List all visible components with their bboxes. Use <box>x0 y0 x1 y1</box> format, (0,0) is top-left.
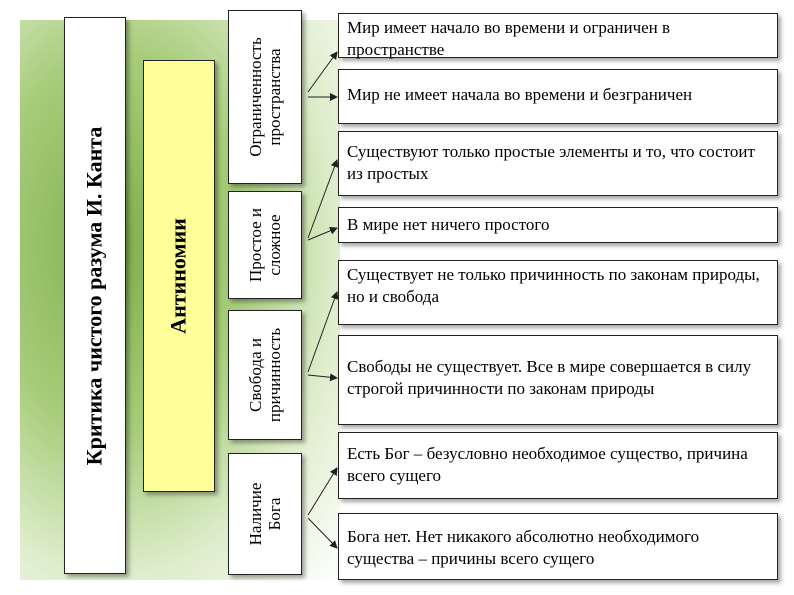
antinomy-statement: Мир не имеет начала во времени и безгран… <box>338 69 778 124</box>
arrow <box>307 517 338 549</box>
arrow <box>307 467 338 516</box>
antinomy-statement: Бога нет. Нет никакого абсолютно необход… <box>338 513 778 580</box>
antinomy-statement: В мире нет ничего простого <box>338 207 778 243</box>
antinomy-statement: Свободы не существует. Все в мире соверш… <box>338 335 778 425</box>
critique-of-pure-reason-box: Критика чистого разума И. Канта <box>64 17 126 574</box>
antinomy-statement: Существуют только простые элементы и то,… <box>338 131 778 196</box>
arrow <box>307 291 339 373</box>
antinomies-box: Антиномии <box>143 60 215 492</box>
arrow <box>307 159 339 239</box>
category-space-limitation: Ограниченность пространства <box>228 10 302 184</box>
arrow <box>307 51 338 93</box>
arrow <box>307 226 338 241</box>
arrow <box>307 373 338 382</box>
category-freedom-causality: Свобода и причинность <box>228 310 302 440</box>
antinomy-statement: Есть Бог – безусловно необходимое сущест… <box>338 432 778 499</box>
category-simple-complex: Простое и сложное <box>228 191 302 299</box>
category-existence-of-god: Наличие Бога <box>228 453 302 575</box>
antinomy-statement: Существует не только причинность по зако… <box>338 260 778 325</box>
antinomy-statement: Мир имеет начало во времени и ограничен … <box>338 13 778 59</box>
